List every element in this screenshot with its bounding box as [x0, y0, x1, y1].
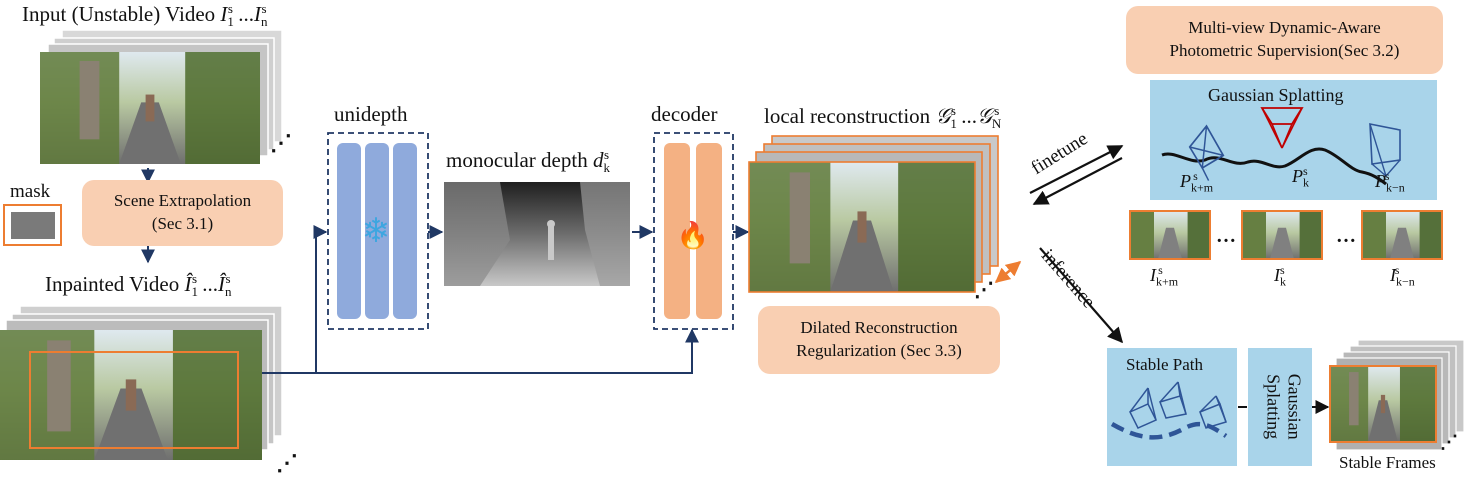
reconstruction-frame [749, 162, 975, 292]
unidepth-network: ❄ [327, 132, 429, 330]
gaussian-splatting-render-panel [1248, 348, 1312, 466]
pose-label-k-minus-n: Pk−ns [1375, 169, 1405, 195]
fire-trainable-icon: 🔥 [677, 220, 709, 250]
camera-pose-k-minus-n [1369, 123, 1401, 177]
stable-camera-3 [1199, 395, 1227, 429]
inpainted-video-frame [0, 330, 262, 460]
unidepth-label: unidepth [334, 102, 408, 126]
svg-text:⋰: ⋰ [276, 450, 298, 475]
svg-text:⋰: ⋰ [270, 130, 292, 155]
input-video-stack: ⋰ [40, 29, 292, 164]
input-video-label: Input (Unstable) Video I1s ...Ins [22, 1, 268, 30]
monocular-depth-label: monocular depth dks [446, 147, 610, 176]
gaussian-splatting-panel [1150, 80, 1437, 200]
inpaint-region-outline [29, 351, 239, 449]
frames-ellipsis-2: … [1336, 225, 1356, 247]
frame-label-k-plus-m: Ik+ms [1150, 263, 1179, 289]
stable-camera-1 [1128, 387, 1158, 429]
gaussian-splatting-title: Gaussian Splatting [1208, 85, 1344, 105]
local-reconstruction-label: local reconstruction 𝒢1s ...𝒢Ns [764, 103, 1002, 132]
gaussian-splatting-vertical-wrapper: Gaussian Splatting [1264, 374, 1305, 440]
rendered-frame-k-minus-n [1361, 210, 1443, 260]
stable-frames-label: Stable Frames [1339, 453, 1436, 472]
snowflake-frozen-icon: ❄ [362, 213, 391, 250]
stable-camera-2 [1159, 381, 1187, 419]
stable-trajectory [1110, 421, 1228, 440]
pose-label-k-plus-m: Pk+ms [1180, 169, 1214, 195]
stable-path-title: Stable Path [1126, 355, 1203, 374]
camera-pose-k-plus-m [1188, 124, 1225, 181]
dilation-arrow [994, 261, 1022, 283]
svg-text:⋰: ⋰ [974, 279, 994, 301]
frame-label-k-minus-n: Ik−ns [1390, 263, 1415, 289]
decoder-label: decoder [651, 102, 718, 126]
frames-ellipsis-1: … [1216, 225, 1236, 247]
stable-path-panel [1107, 348, 1237, 466]
camera-pose-k [1260, 107, 1304, 149]
decoder-network: 🔥 [653, 132, 734, 330]
svg-text:⋰: ⋰ [1440, 432, 1458, 452]
mask-swatch [3, 204, 62, 246]
input-video-frame [40, 52, 260, 164]
inpainted-video-stack: ⋰ [0, 305, 298, 475]
local-reconstruction-stack: ⋰ [748, 135, 999, 301]
mask-label: mask [10, 181, 51, 202]
monocular-depth-map [444, 182, 630, 286]
camera-trajectory [1161, 147, 1387, 186]
inpainted-video-label: Inpainted Video Î1s ...Îns [45, 271, 232, 300]
scene-extrapolation-box: Scene Extrapolation(Sec 3.1) [82, 180, 283, 246]
pose-label-k: Pks [1292, 164, 1309, 190]
rendered-frame-k [1241, 210, 1323, 260]
frame-label-k: Iks [1274, 263, 1286, 289]
rendered-frame-k-plus-m [1129, 210, 1211, 260]
stable-frames-stack: ⋰ [1329, 339, 1465, 452]
